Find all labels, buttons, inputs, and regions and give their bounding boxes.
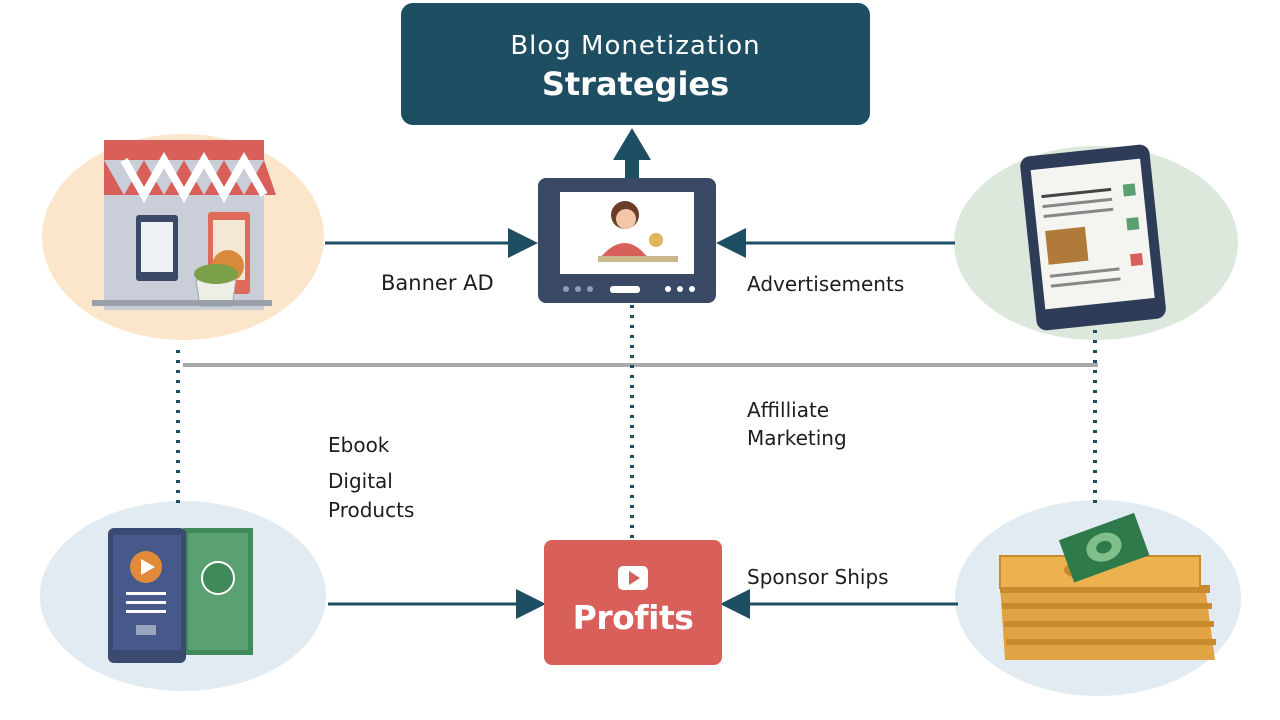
label-digital-line-2: Products [328, 498, 415, 522]
label-sponsorships: Sponsor Ships [747, 565, 889, 589]
ebook-digital-products-icon [108, 528, 253, 663]
up-arrow [613, 128, 651, 178]
money-stack-icon [999, 512, 1216, 660]
label-affiliate-line-2: Marketing [747, 426, 847, 450]
label-affiliate-line-1: Affilliate [747, 398, 830, 422]
label-ebook: Ebook [328, 433, 390, 457]
label-banner-ad: Banner AD [381, 271, 494, 295]
profits-box: Profits [544, 540, 722, 665]
title-line-1: Blog Monetization [510, 31, 761, 61]
label-advertisements: Advertisements [747, 272, 905, 296]
storefront-icon [92, 140, 276, 310]
tablet-article-icon [1020, 144, 1166, 331]
title-line-2: Strategies [541, 65, 730, 103]
profits-label: Profits [572, 598, 694, 637]
play-icon [618, 566, 648, 590]
label-digital-line-1: Digital [328, 469, 393, 493]
title-box: Blog Monetization Strategies [401, 3, 870, 125]
monitor-video-icon [538, 178, 716, 303]
